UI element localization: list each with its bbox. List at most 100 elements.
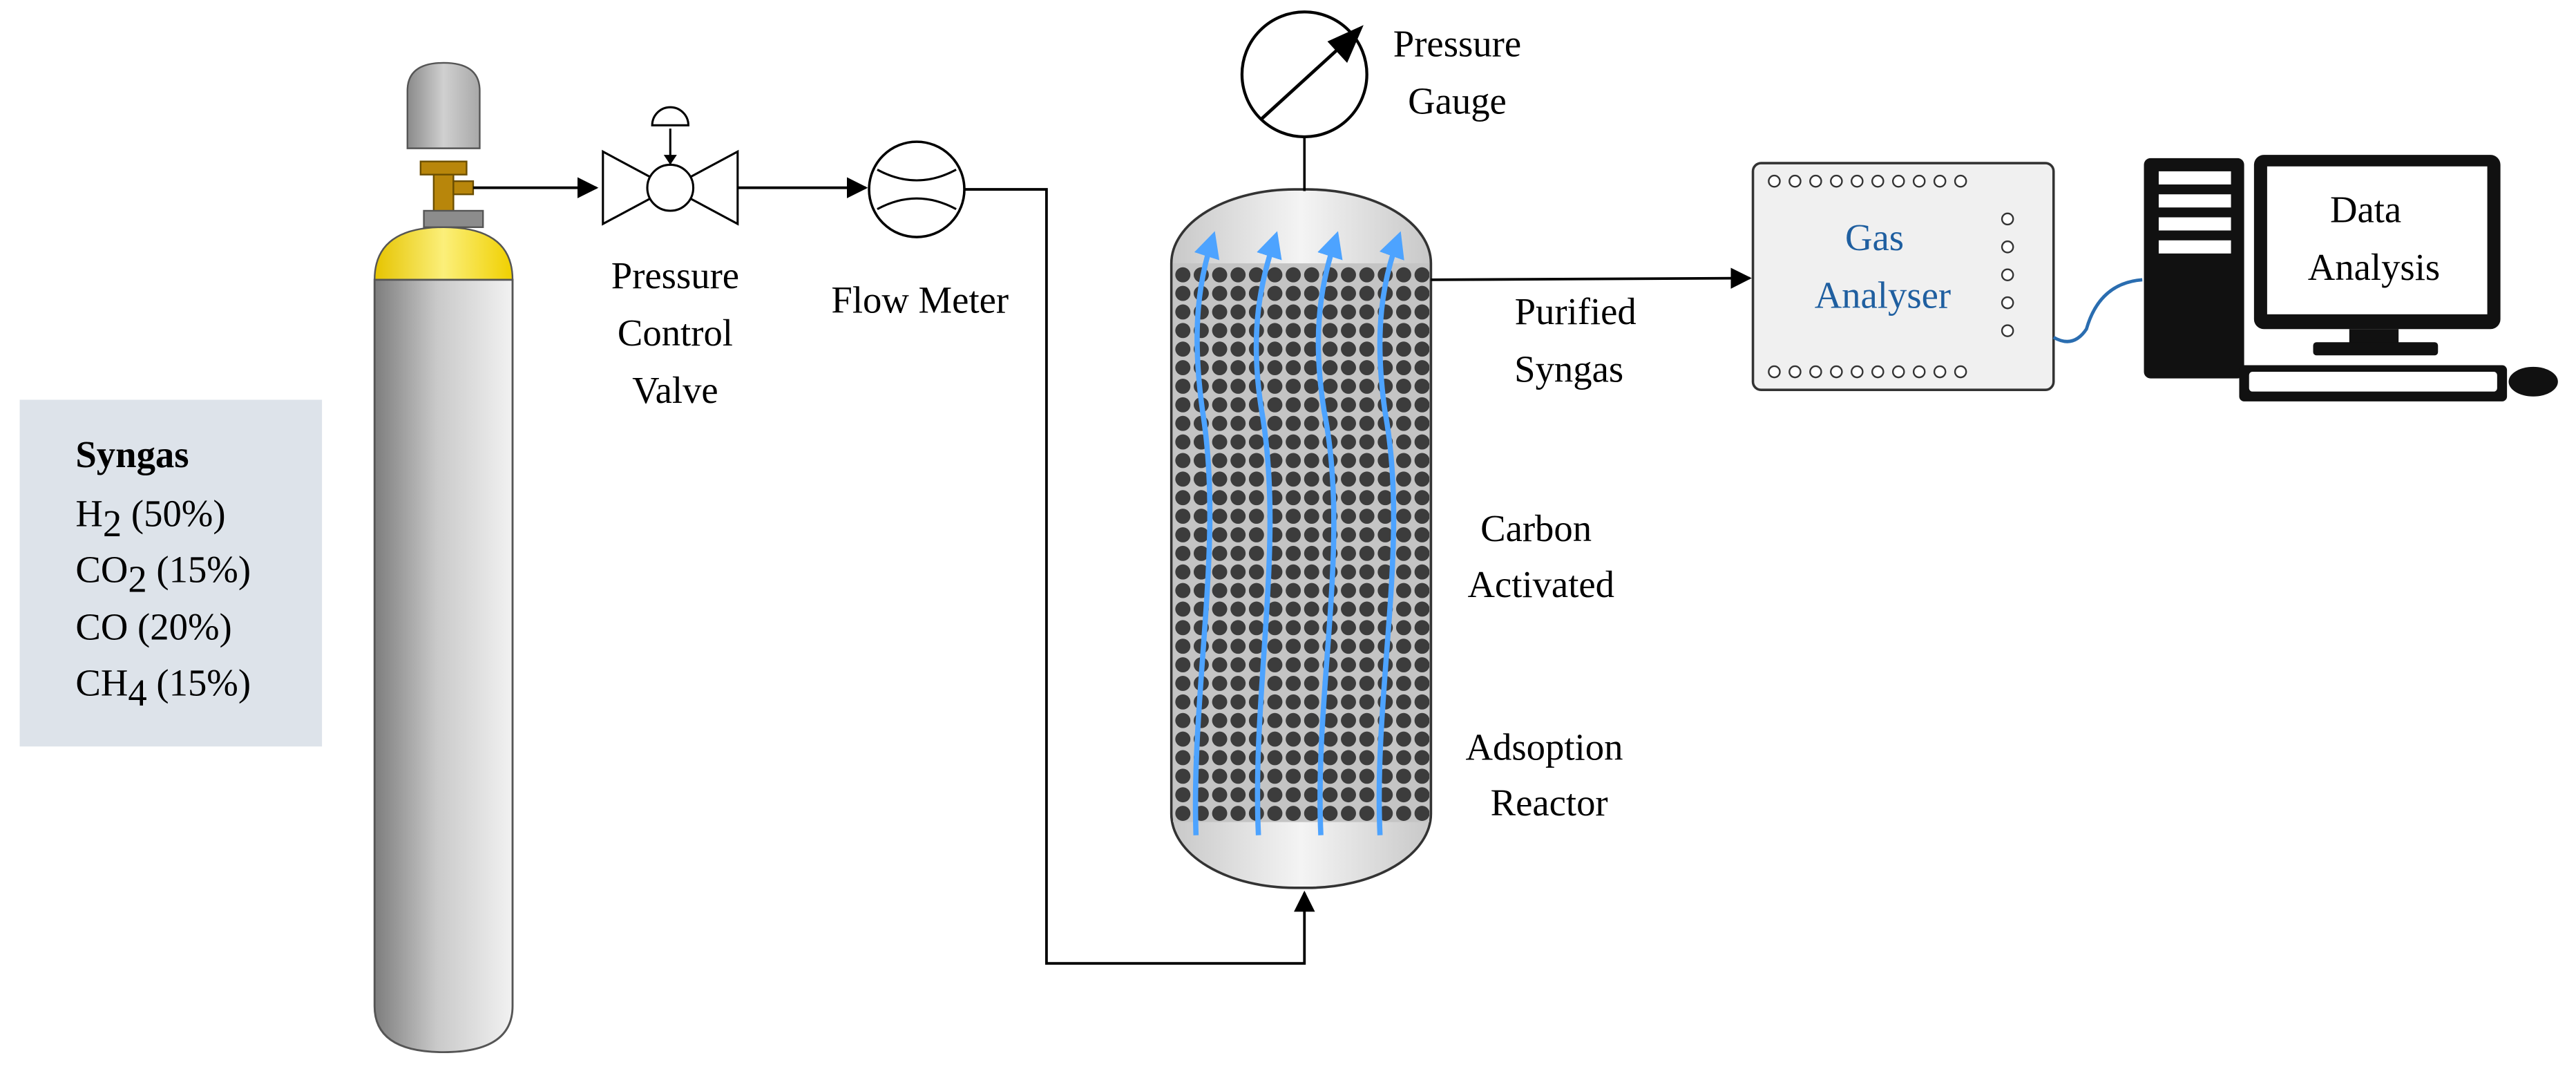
carbon-bead — [1286, 509, 1301, 524]
carbon-bead — [1395, 601, 1411, 617]
carbon-bead — [1286, 490, 1301, 506]
carbon-bead — [1267, 806, 1283, 822]
pressure-gauge-icon — [1240, 10, 1368, 191]
carbon-bead — [1322, 341, 1338, 357]
carbon-bead — [1212, 712, 1228, 728]
carbon-bead — [1414, 712, 1430, 728]
carbon-label-line-2: Activated — [1467, 563, 1614, 605]
carbon-bead — [1414, 341, 1430, 357]
carbon-bead — [1175, 657, 1191, 673]
carbon-bead — [1230, 471, 1246, 487]
carbon-bead — [1267, 285, 1283, 301]
carbon-bead — [1341, 379, 1356, 394]
carbon-bead — [1414, 267, 1430, 283]
carbon-bead — [1230, 638, 1246, 654]
carbon-bead — [1341, 694, 1356, 710]
carbon-bead — [1230, 323, 1246, 339]
carbon-bead — [1286, 304, 1301, 320]
carbon-bead — [1286, 657, 1301, 673]
purified-label-line-2: Syngas — [1514, 348, 1623, 390]
computer-icon: Data Analysis — [2144, 155, 2558, 401]
carbon-bead — [1341, 676, 1356, 691]
analyser-label-line-2: Analyser — [1815, 274, 1951, 316]
carbon-bead — [1377, 471, 1393, 487]
carbon-bead — [1322, 768, 1338, 784]
label-flow-meter: Flow Meter — [831, 278, 1009, 321]
carbon-bead — [1395, 415, 1411, 431]
carbon-bead — [1230, 694, 1246, 710]
carbon-bead — [1359, 731, 1375, 747]
carbon-bead — [1341, 471, 1356, 487]
carbon-bead — [1359, 267, 1375, 283]
carbon-bead — [1267, 676, 1283, 691]
carbon-bead — [1359, 434, 1375, 450]
carbon-bead — [1212, 638, 1228, 654]
monitor-screen — [2267, 166, 2488, 314]
carbon-bead — [1414, 527, 1430, 542]
carbon-bead — [1414, 471, 1430, 487]
carbon-bead — [1212, 787, 1228, 803]
carbon-bead — [1414, 509, 1430, 524]
carbon-bead — [1230, 806, 1246, 822]
carbon-bead — [1193, 527, 1209, 542]
carbon-bead — [1248, 415, 1264, 431]
carbon-bead — [1395, 564, 1411, 580]
carbon-bead — [1341, 415, 1356, 431]
adsorption-reactor — [1170, 188, 1433, 889]
carbon-bead — [1230, 657, 1246, 673]
carbon-bead — [1175, 323, 1191, 339]
carbon-bead — [1230, 545, 1246, 561]
carbon-bead — [1395, 341, 1411, 357]
tower-bay-2 — [2158, 194, 2231, 208]
carbon-bead — [1230, 601, 1246, 617]
carbon-bead — [1414, 360, 1430, 376]
carbon-bead — [1341, 397, 1356, 413]
carbon-bead — [1341, 564, 1356, 580]
carbon-bead — [1395, 434, 1411, 450]
cylinder-body — [373, 278, 514, 1054]
carbon-bead — [1286, 453, 1301, 469]
carbon-bead — [1212, 267, 1228, 283]
carbon-bead — [1267, 304, 1283, 320]
carbon-bead — [1395, 583, 1411, 598]
carbon-bead — [1193, 545, 1209, 561]
analyser-port — [1851, 174, 1864, 188]
carbon-bead — [1359, 601, 1375, 617]
carbon-bead — [1248, 453, 1264, 469]
carbon-bead — [1414, 657, 1430, 673]
gas-cylinder-icon — [373, 62, 514, 1054]
carbon-bead — [1248, 545, 1264, 561]
carbon-bead — [1248, 471, 1264, 487]
carbon-bead — [1267, 453, 1283, 469]
carbon-bead — [1377, 490, 1393, 506]
monitor-neck — [2349, 329, 2399, 346]
carbon-bead — [1414, 731, 1430, 747]
carbon-bead — [1414, 787, 1430, 803]
tower-bay-1 — [2158, 171, 2231, 185]
carbon-bead — [1414, 601, 1430, 617]
analyser-port — [1912, 365, 1926, 379]
analyser-port — [1768, 174, 1781, 188]
carbon-bead — [1175, 379, 1191, 394]
carbon-bead — [1377, 564, 1393, 580]
carbon-bead — [1175, 397, 1191, 413]
carbon-bead — [1175, 490, 1191, 506]
carbon-bead — [1304, 360, 1319, 376]
carbon-bead — [1359, 768, 1375, 784]
carbon-bead — [1230, 341, 1246, 357]
carbon-bead — [1230, 379, 1246, 394]
carbon-bead — [1267, 360, 1283, 376]
carbon-bead — [1359, 527, 1375, 542]
carbon-bead — [1322, 360, 1338, 376]
carbon-bead — [1341, 768, 1356, 784]
carbon-bead — [1286, 620, 1301, 636]
carbon-bead — [1175, 806, 1191, 822]
carbon-bead — [1212, 509, 1228, 524]
carbon-bead — [1175, 712, 1191, 728]
carbon-bead — [1212, 564, 1228, 580]
carbon-bead — [1230, 527, 1246, 542]
carbon-bead — [1304, 304, 1319, 320]
carbon-bead — [1267, 583, 1283, 598]
carbon-bead — [1230, 787, 1246, 803]
analyser-port — [1788, 365, 1802, 379]
